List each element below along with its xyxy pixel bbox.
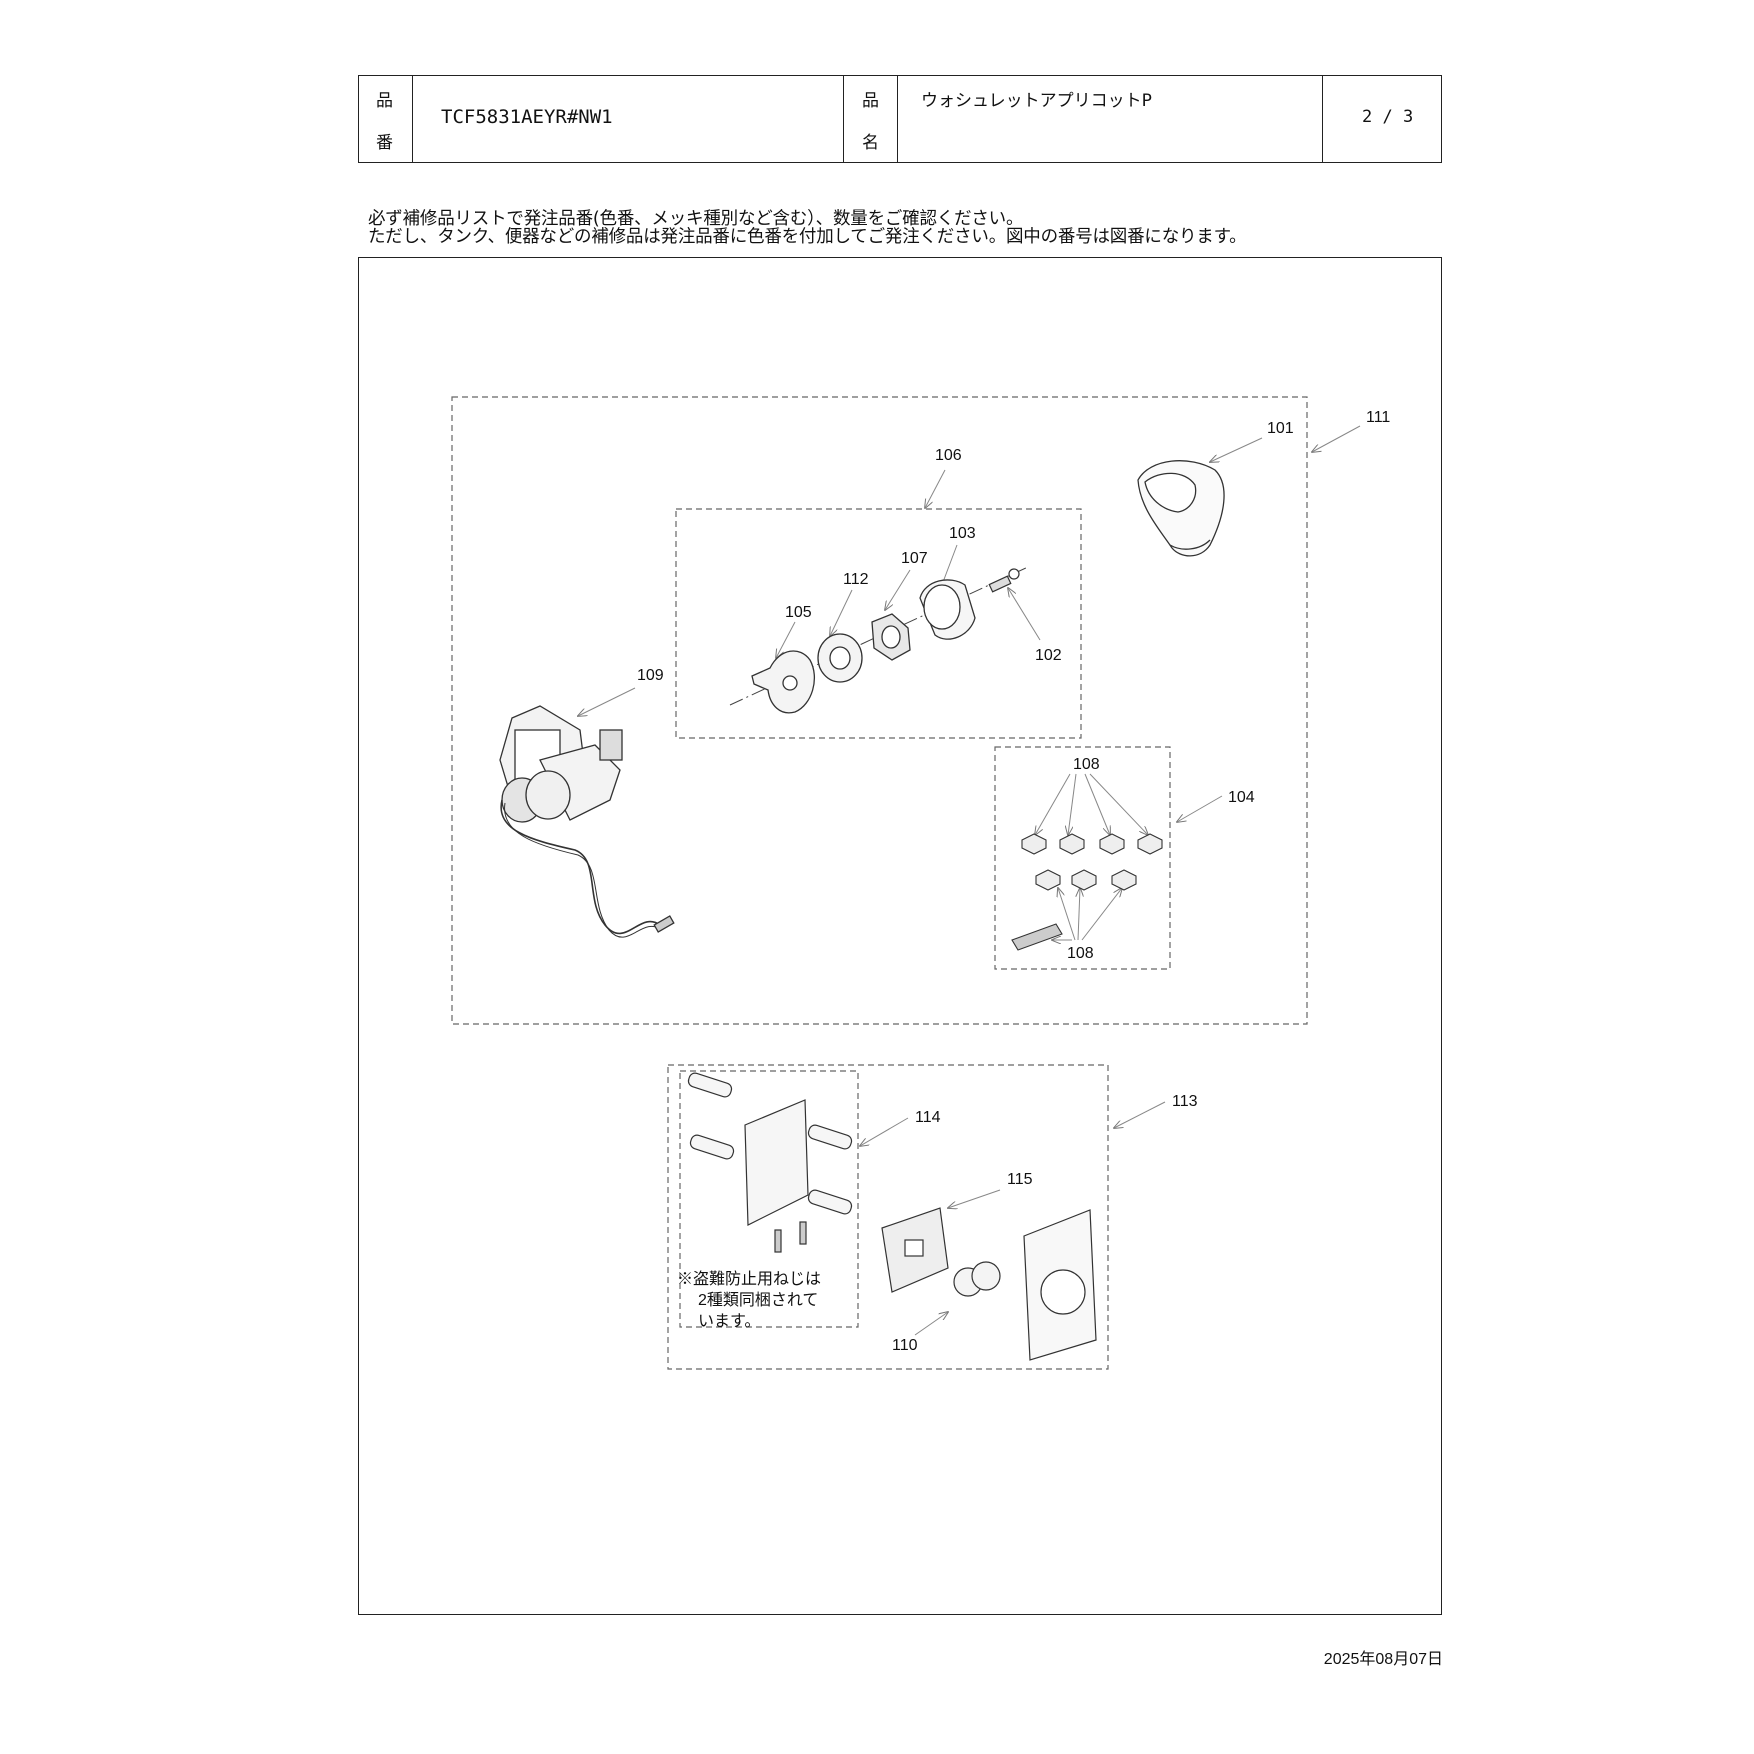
- part-103-collar: [919, 579, 976, 640]
- part-114-mounting-plate: [687, 1072, 853, 1253]
- part-101-lever-cover: [1137, 460, 1225, 557]
- group-box-114: [679, 1070, 859, 1328]
- callout-106: 106: [935, 447, 962, 464]
- callout-112: 112: [843, 571, 869, 588]
- part-number-label-top: 品: [376, 91, 393, 111]
- part-115-circuit-board: [881, 1207, 949, 1293]
- product-name-label-top: 品: [862, 91, 879, 111]
- part-112-washer: [817, 633, 863, 683]
- header-table: 品 番 TCF5831AEYR#NW1 品 名 ウォシュレットアプリコットP 2…: [358, 75, 1442, 163]
- callout-108-top: 108: [1073, 756, 1100, 773]
- drawing-frame: [358, 257, 1442, 1615]
- callout-107: 107: [901, 550, 928, 567]
- callout-111: 111: [1366, 409, 1390, 426]
- callout-104: 104: [1228, 789, 1255, 806]
- callout-114: 114: [915, 1109, 941, 1126]
- part-102-screw: [988, 568, 1020, 593]
- part-108-clips: [1011, 833, 1163, 951]
- order-note-line-1: 必ず補修品リストで発注品番(色番、メッキ種別など含む）、数量をご確認ください。: [368, 209, 1024, 229]
- part-number-label-bottom: 番: [376, 133, 393, 153]
- screw-note-line-1: ※盗難防止用ねじは: [677, 1270, 821, 1288]
- callout-101: 101: [1267, 420, 1294, 437]
- callout-109: 109: [637, 667, 664, 684]
- callout-105: 105: [785, 604, 812, 621]
- group-box-106: [675, 508, 1082, 739]
- callout-113: 113: [1172, 1093, 1198, 1110]
- order-notes: 必ず補修品リストで発注品番(色番、メッキ種別など含む）、数量をご確認ください。 …: [368, 209, 1247, 247]
- group-box-111: [451, 396, 1308, 1025]
- callout-115: 115: [1007, 1171, 1033, 1188]
- group-box-104: [994, 746, 1171, 970]
- product-name: ウォシュレットアプリコットP: [921, 91, 1152, 111]
- remote-control-panel: [1023, 1209, 1097, 1361]
- part-number: TCF5831AEYR#NW1: [441, 106, 613, 128]
- product-name-label-bottom: 名: [862, 133, 879, 153]
- part-107-hex-nut: [871, 613, 911, 661]
- page-number: 2 / 3: [1362, 107, 1414, 127]
- callout-102: 102: [1035, 647, 1062, 664]
- part-105-cam-plate: [751, 650, 815, 714]
- group-box-113: [667, 1064, 1109, 1370]
- screw-note-line-2: 2種類同梱されて: [698, 1291, 818, 1309]
- screw-note-line-3: います。: [698, 1312, 760, 1330]
- issue-date: 2025年08月07日: [1323, 1651, 1443, 1668]
- part-110-batteries: [953, 1261, 1001, 1297]
- part-109-motor-unit: [499, 705, 675, 938]
- callout-108-bottom: 108: [1067, 945, 1094, 962]
- callout-103: 103: [949, 525, 976, 542]
- callout-110: 110: [892, 1337, 918, 1354]
- order-note-line-2: ただし、タンク、便器などの補修品は発注品番に色番を付加してご発注ください。図中の…: [368, 227, 1247, 247]
